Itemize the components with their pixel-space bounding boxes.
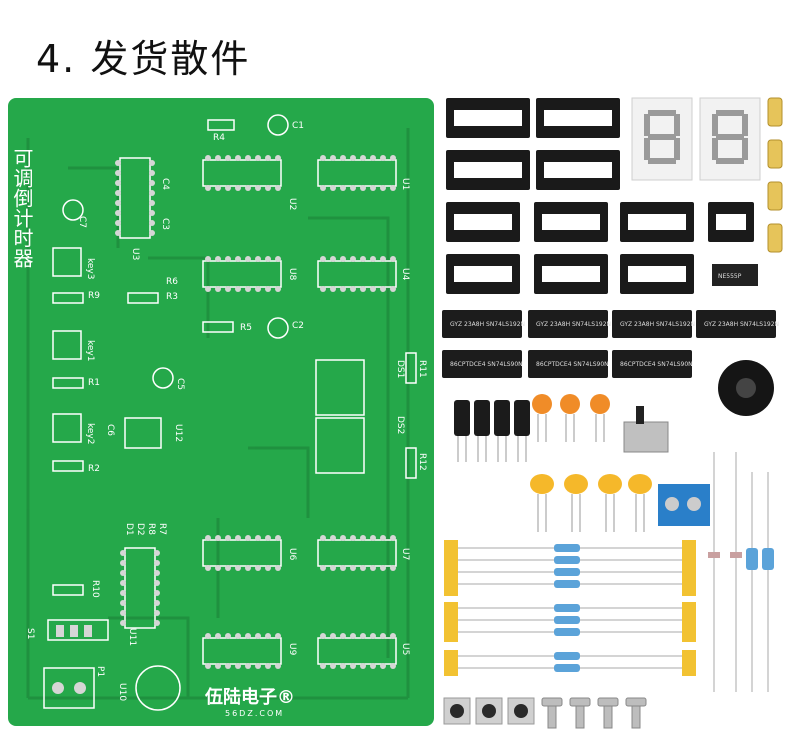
svg-text:U12: U12	[173, 424, 183, 442]
svg-text:R11: R11	[417, 360, 427, 378]
svg-text:P1: P1	[95, 666, 105, 677]
svg-text:R3: R3	[166, 292, 178, 302]
svg-text:S1: S1	[25, 628, 35, 639]
svg-text:C6: C6	[105, 424, 115, 436]
brand-logo: 伍陆电子® 56DZ.COM	[205, 683, 295, 718]
ic-chip-label: GYZ 23A8H SN74LS192N	[450, 321, 525, 328]
svg-text:DS1: DS1	[395, 360, 405, 378]
svg-text:R12: R12	[417, 453, 427, 471]
svg-text:U11: U11	[127, 628, 137, 646]
svg-text:C7: C7	[77, 216, 87, 228]
svg-text:key2: key2	[85, 423, 95, 444]
brand-name: 伍陆电子®	[205, 687, 295, 708]
svg-text:C3: C3	[160, 218, 170, 230]
svg-text:R1: R1	[88, 378, 100, 388]
svg-text:R6: R6	[166, 277, 178, 287]
svg-text:U1: U1	[400, 178, 410, 190]
ic-chip-label: GYZ 23A8H SN74LS192N	[620, 321, 695, 328]
ic-chip-label: GYZ 23A8H SN74LS192N	[536, 321, 611, 328]
svg-text:R7: R7	[157, 523, 167, 535]
svg-text:NE555P: NE555P	[718, 273, 742, 280]
svg-text:U4: U4	[400, 268, 410, 281]
seven-segment-display	[631, 97, 761, 181]
svg-text:C2: C2	[292, 321, 304, 331]
ic-chip-label: 86CPTDCE4 SN74LS90N	[450, 361, 523, 368]
svg-text:key3: key3	[85, 258, 95, 279]
svg-text:key1: key1	[85, 340, 95, 361]
svg-text:C5: C5	[175, 378, 185, 390]
pcb-vertical-title: 可调倒计时器	[10, 148, 34, 268]
svg-text:C4: C4	[160, 178, 170, 190]
svg-text:R4: R4	[213, 133, 225, 143]
svg-text:D1: D1	[124, 523, 134, 536]
svg-text:U8: U8	[287, 268, 297, 281]
parts-area: NE555P GYZ 23A8H SN74LS192N GYZ 23A8H SN…	[436, 92, 800, 751]
svg-text:U6: U6	[287, 548, 297, 561]
ic-chip-label: 86CPTDCE4 SN74LS90N	[536, 361, 609, 368]
ic-chip-label: GYZ 23A8H SN74LS192N	[704, 321, 779, 328]
svg-text:R5: R5	[240, 323, 252, 333]
svg-text:U5: U5	[400, 643, 410, 655]
pcb-artwork: 可调倒计时器	[10, 114, 427, 711]
svg-text:C1: C1	[292, 121, 304, 131]
svg-text:D2: D2	[135, 523, 145, 536]
brand-url: 56DZ.COM	[225, 709, 285, 718]
svg-text:R9: R9	[88, 291, 100, 301]
parts-artwork: NE555P GYZ 23A8H SN74LS192N GYZ 23A8H SN…	[442, 97, 783, 729]
svg-text:U3: U3	[130, 248, 140, 260]
svg-text:R2: R2	[88, 464, 100, 474]
ic-chip-label: 86CPTDCE4 SN74LS90N	[620, 361, 693, 368]
svg-text:R8: R8	[146, 523, 156, 535]
svg-text:U2: U2	[287, 198, 297, 210]
svg-text:U10: U10	[117, 683, 127, 701]
page-title: 4. 发货散件	[36, 37, 251, 81]
pcb-board: 可调倒计时器	[8, 98, 434, 726]
svg-text:U7: U7	[400, 548, 410, 560]
svg-text:R10: R10	[90, 580, 100, 598]
svg-text:U9: U9	[287, 643, 297, 656]
svg-text:DS2: DS2	[395, 416, 405, 434]
